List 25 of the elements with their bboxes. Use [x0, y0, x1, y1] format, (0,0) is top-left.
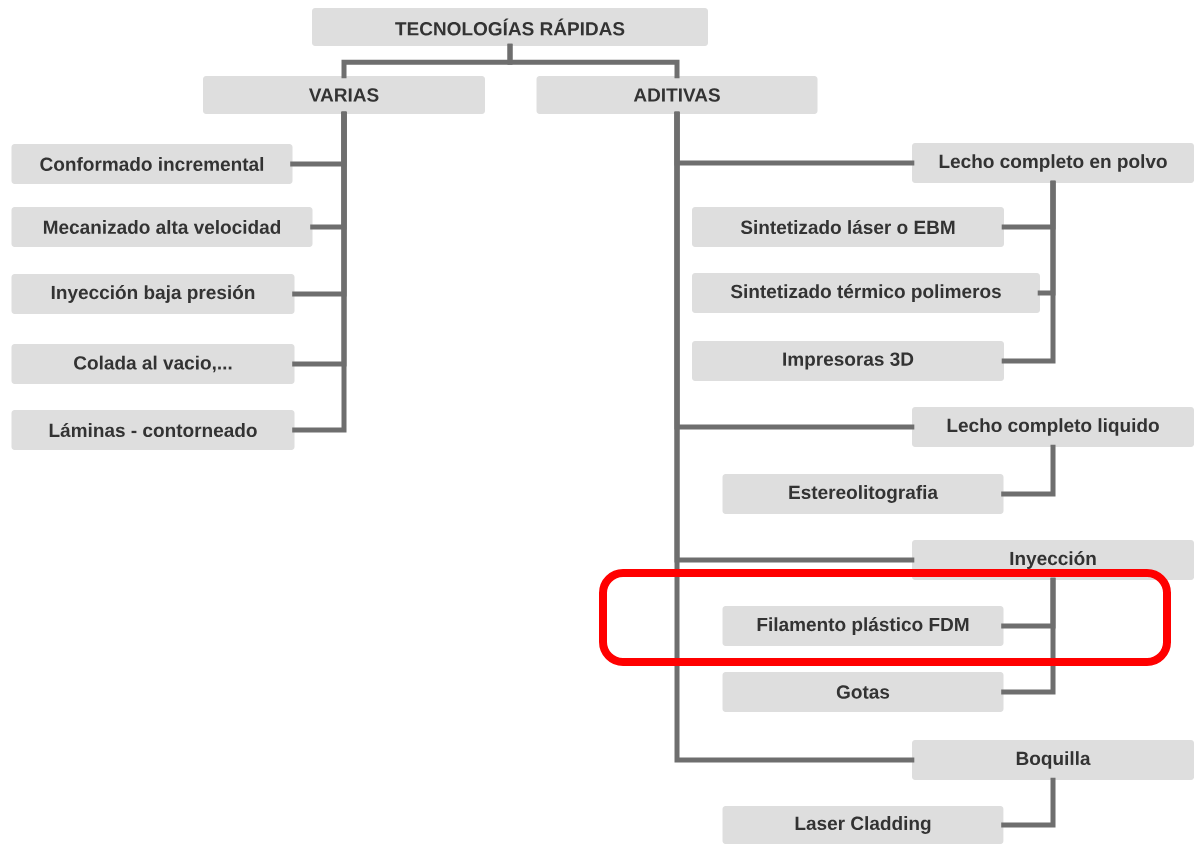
category-box: Sintetizado láser o EBM — [692, 207, 1004, 247]
category-box: Láminas - contorneado — [11, 410, 295, 450]
category-box: ADITIVAS — [536, 76, 818, 114]
connector-line — [674, 111, 915, 763]
connector-line — [507, 43, 680, 79]
connector-line — [292, 111, 347, 433]
connector-line — [1001, 444, 1056, 497]
category-box: Colada al vacio,... — [11, 344, 295, 384]
connector-line — [1001, 180, 1056, 364]
category-box: VARIAS — [203, 76, 485, 114]
category-box: Impresoras 3D — [692, 341, 1004, 381]
category-box: Mecanizado alta velocidad — [11, 207, 313, 247]
category-box: Lecho completo liquido — [912, 407, 1194, 447]
category-box: TECNOLOGÍAS RÁPIDAS — [312, 8, 708, 46]
category-box: Inyección baja presión — [11, 274, 295, 314]
connector-line — [1001, 577, 1056, 695]
category-box: Sintetizado térmico polimeros — [692, 273, 1040, 313]
connector-line — [1001, 777, 1056, 828]
category-box: Gotas — [722, 672, 1004, 712]
category-box: Filamento plástico FDM — [722, 606, 1004, 646]
category-box: Lecho completo en polvo — [912, 143, 1194, 183]
category-box: Estereolitografia — [722, 474, 1004, 514]
category-box: Conformado incremental — [11, 144, 293, 184]
category-box: Laser Cladding — [722, 806, 1004, 844]
category-box: Boquilla — [912, 740, 1194, 780]
